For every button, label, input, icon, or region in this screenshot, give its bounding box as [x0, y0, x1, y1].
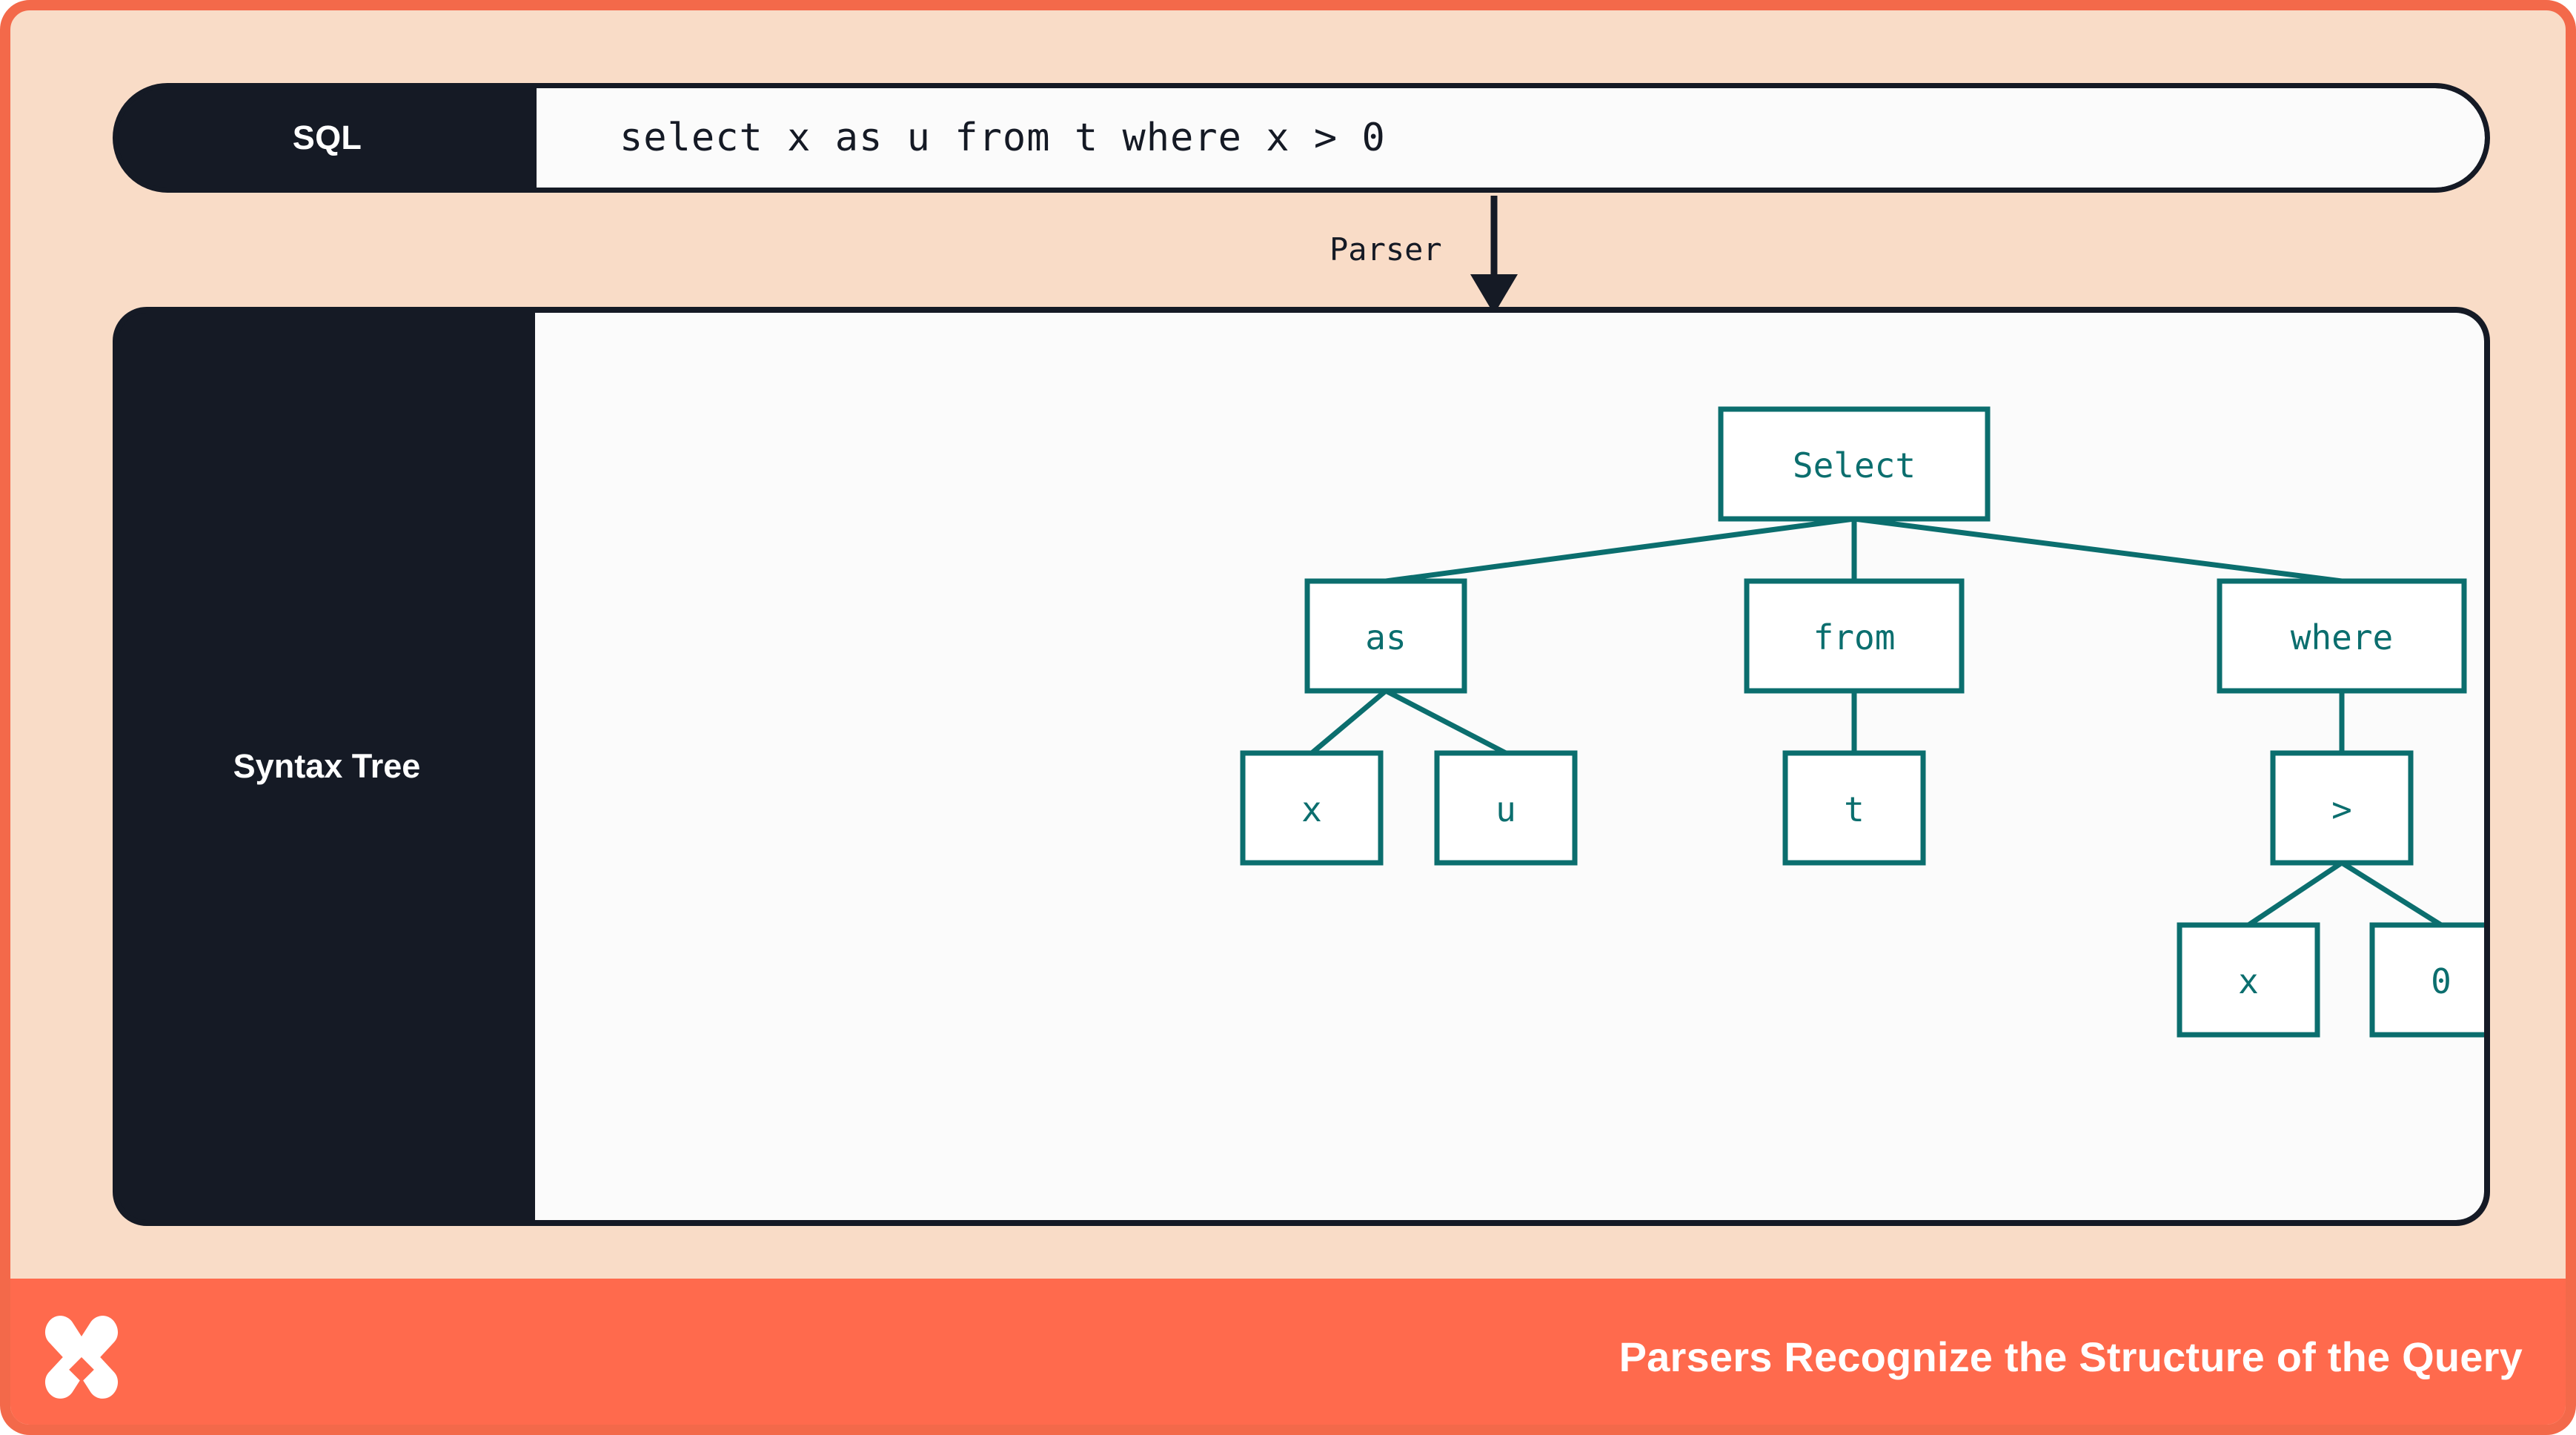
sql-query-text: select x as u from t where x > 0	[620, 116, 1386, 160]
footer-caption: Parsers Recognize the Structure of the Q…	[1619, 1333, 2523, 1380]
tree-node-gt-x[interactable]: x	[2177, 922, 2320, 1038]
syntax-tree-panel: Syntax Tree Select as from where x u t > x 0	[113, 307, 2490, 1226]
tree-edge	[2247, 861, 2343, 927]
sql-row: SQL select x as u from t where x > 0	[113, 83, 2490, 193]
syntax-tree-canvas: Select as from where x u t > x 0	[535, 313, 2484, 1220]
tree-edge	[1309, 689, 1388, 755]
tree-node-label: u	[1496, 789, 1516, 829]
tree-node-gt-0[interactable]: 0	[2369, 922, 2484, 1038]
tree-node-box	[2369, 922, 2484, 1038]
tree-node-box	[1718, 406, 1991, 522]
tree-node-box	[1744, 578, 1965, 694]
tree-node-label: Select	[1793, 445, 1916, 485]
tree-node-label: t	[1844, 789, 1865, 829]
tree-edge	[1385, 516, 1855, 584]
sql-label-text: SQL	[292, 119, 362, 156]
tree-node-label: where	[2291, 617, 2393, 657]
tree-node-as[interactable]: as	[1304, 578, 1467, 694]
tree-edge	[2340, 861, 2443, 927]
sql-query-field[interactable]: select x as u from t where x > 0	[537, 88, 2485, 188]
footer-bar: Parsers Recognize the Structure of the Q…	[10, 1279, 2566, 1425]
star-x-logo-icon	[44, 1315, 119, 1399]
sql-row-label: SQL	[118, 88, 537, 188]
tree-node-box	[1304, 578, 1467, 694]
syntax-tree-panel-label: Syntax Tree	[119, 313, 535, 1220]
tree-node-from[interactable]: from	[1744, 578, 1965, 694]
tree-node-box	[2177, 922, 2320, 1038]
tree-node-as-u[interactable]: u	[1434, 750, 1578, 866]
tree-node-label: >	[2331, 789, 2352, 829]
tree-node-select[interactable]: Select	[1718, 406, 1991, 522]
tree-node-label: x	[2238, 961, 2259, 1001]
tree-node-from-t[interactable]: t	[1782, 750, 1926, 866]
tree-node-label: x	[1301, 789, 1322, 829]
tree-node-box	[2270, 750, 2414, 866]
tree-node-label: from	[1813, 617, 1896, 657]
arrow-down-icon	[1470, 196, 1518, 314]
tree-node-gt[interactable]: >	[2270, 750, 2414, 866]
tree-node-box	[1240, 750, 1384, 866]
syntax-tree-label-text: Syntax Tree	[233, 747, 421, 785]
parser-label: Parser	[1330, 231, 1442, 268]
tree-node-label: 0	[2431, 961, 2451, 1001]
tree-node-label: as	[1365, 617, 1406, 657]
tree-node-box	[1782, 750, 1926, 866]
tree-edge	[1384, 688, 1507, 756]
parser-transform: Parser	[1263, 196, 1678, 322]
tree-node-box	[1434, 750, 1578, 866]
tree-node-where[interactable]: where	[2217, 578, 2467, 694]
syntax-tree-graph: Select as from where x u t > x 0	[1240, 406, 2484, 1038]
tree-node-box	[2217, 578, 2467, 694]
tree-node-as-x[interactable]: x	[1240, 750, 1384, 866]
tree-edge	[1853, 516, 2343, 584]
